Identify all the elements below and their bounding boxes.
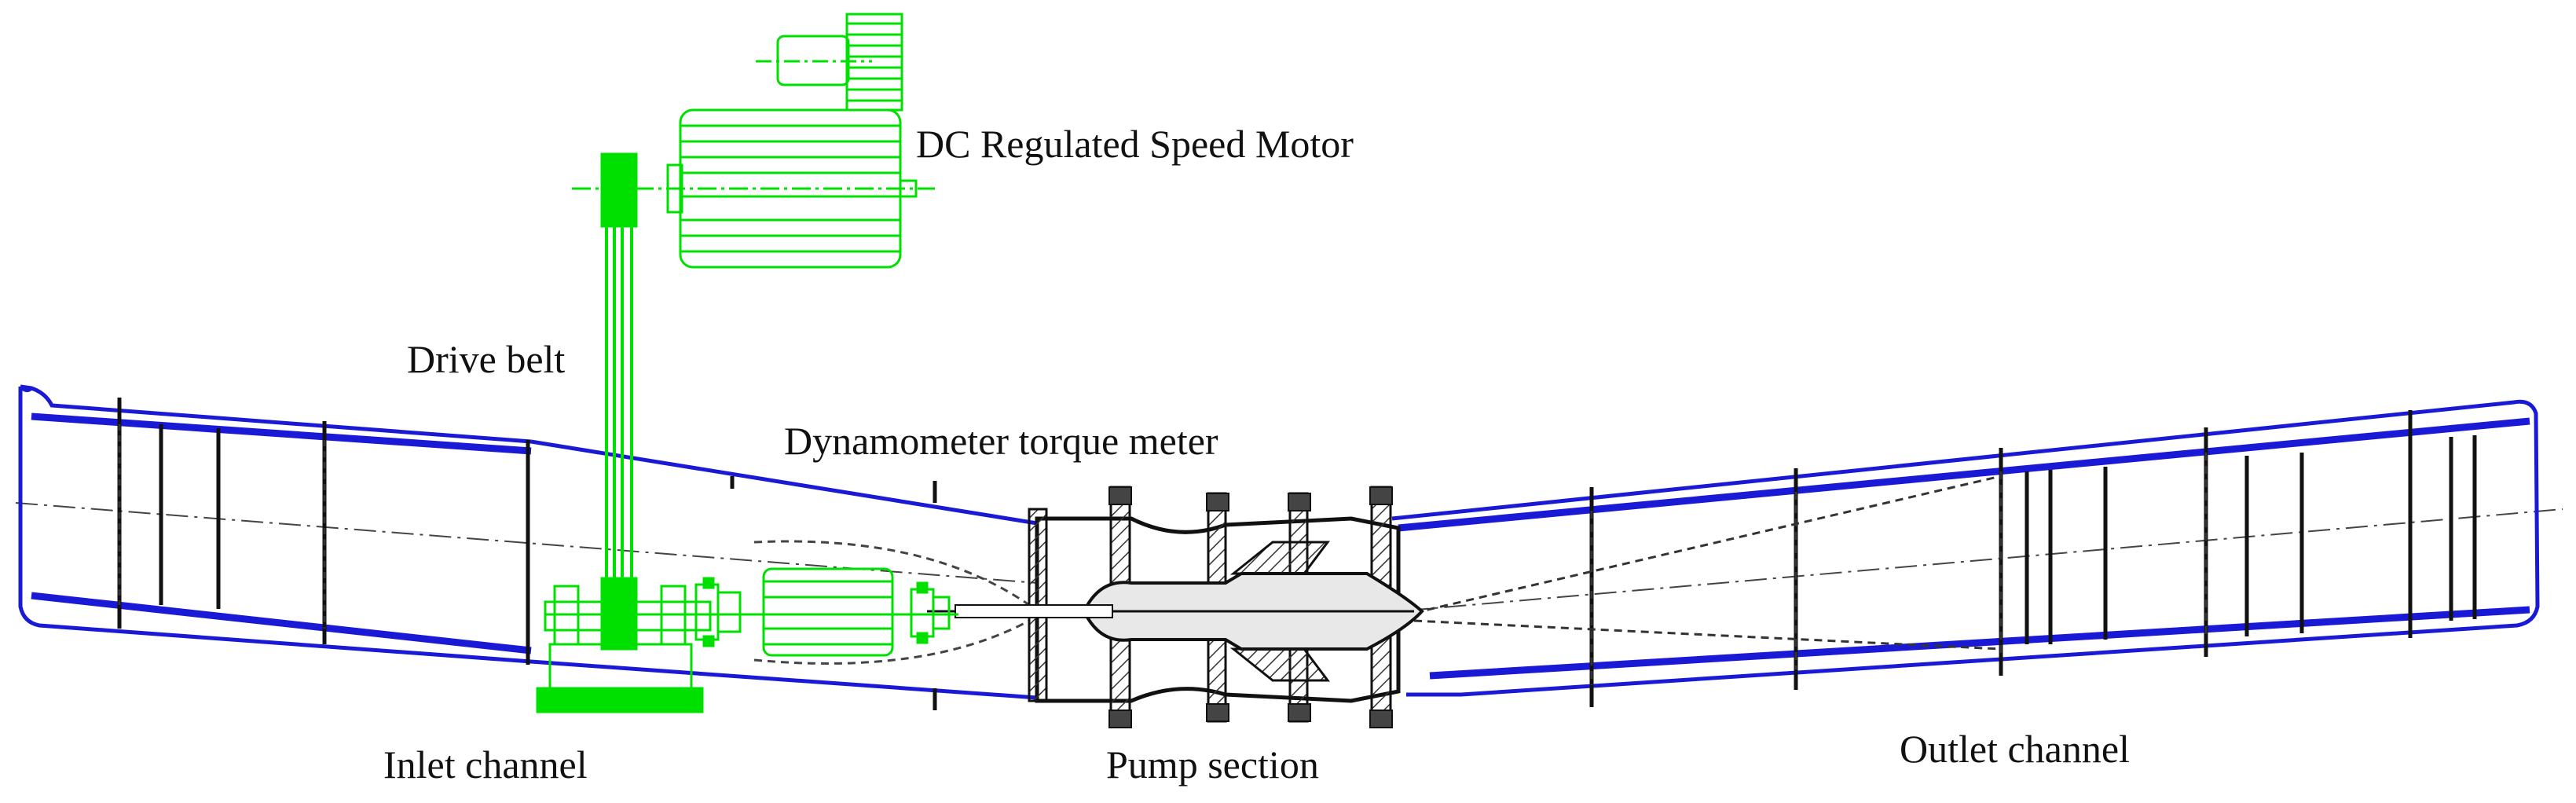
outlet-channel-outline xyxy=(1391,399,2540,697)
inlet-section-lines xyxy=(118,424,326,629)
outlet-channel-inner-walls xyxy=(1398,417,2530,680)
pump-bolts xyxy=(1108,486,1393,728)
pump-shaft-body xyxy=(955,604,1113,618)
label-torque-meter: Dynamometer torque meter xyxy=(784,419,1218,463)
pump-impeller xyxy=(1229,541,1330,682)
inlet-channel xyxy=(18,384,1038,710)
motor-fins xyxy=(680,124,900,253)
motor-fan-fins xyxy=(847,22,902,102)
label-belt: Drive belt xyxy=(407,337,565,381)
label-motor: DC Regulated Speed Motor xyxy=(916,122,1354,166)
torque-meter-body xyxy=(762,567,894,657)
inlet-channel-outline xyxy=(18,384,1038,700)
coupling-left xyxy=(694,577,742,647)
outlet-section-lines xyxy=(1413,453,2208,685)
coupling-right xyxy=(910,581,951,644)
upper-pulley xyxy=(600,152,638,228)
inlet-channel-inner-walls xyxy=(31,412,532,654)
lower-shaft-housing xyxy=(544,600,712,632)
inlet-guide-curves xyxy=(753,540,1030,665)
base-plate xyxy=(536,687,704,713)
outlet-ribs xyxy=(1589,410,2477,707)
pump-section xyxy=(927,486,1424,728)
label-pump: Pump section xyxy=(1106,742,1319,786)
label-outlet: Outlet channel xyxy=(1900,727,2130,771)
label-inlet: Inlet channel xyxy=(383,742,588,786)
drive-belt xyxy=(605,226,633,581)
torque-meter-lines xyxy=(764,580,892,646)
drive-train xyxy=(536,13,958,713)
outlet-channel xyxy=(1391,399,2540,707)
